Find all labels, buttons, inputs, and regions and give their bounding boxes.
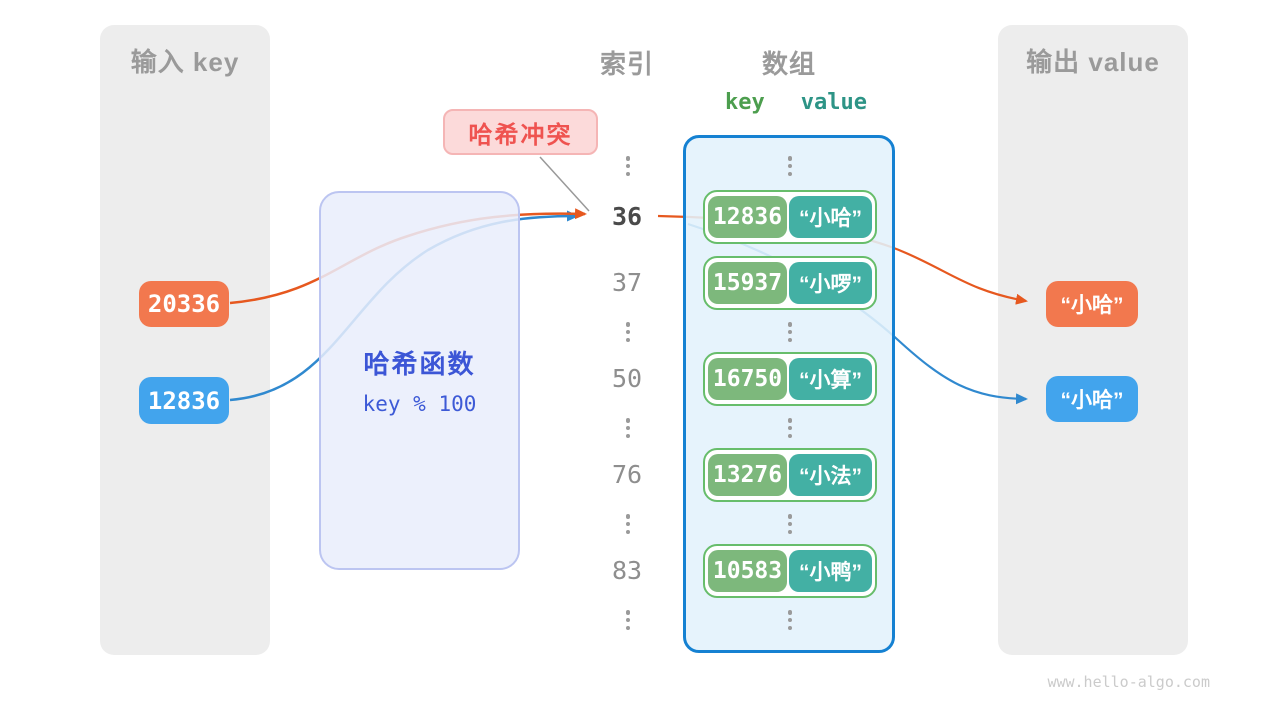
value-header-label: value [800,90,867,115]
input-panel-title: 输入 key [130,47,240,77]
key-header-label: key [725,90,765,115]
output-value-box: “小哈” [1046,376,1138,422]
ellipsis-dots [787,153,793,179]
array-row: 12836 “小哈” [703,190,877,244]
array-row: 10583 “小鸭” [703,544,877,598]
index-label-50: 50 [611,364,643,393]
ellipsis-dots [787,415,793,441]
input-key-box: 20336 [139,281,229,327]
index-label-36: 36 [611,202,643,231]
index-label-76: 76 [611,460,643,489]
output-panel [998,25,1188,655]
ellipsis-dots [787,511,793,537]
index-column-title: 索引 [599,49,654,79]
array-row-value: “小鸭” [789,550,872,592]
site-watermark: www.hello-algo.com [1047,673,1210,691]
array-row: 13276 “小法” [703,448,877,502]
index-label-37: 37 [611,268,643,297]
collision-callout-line [539,156,590,212]
ellipsis-dots [625,319,631,345]
hash-collision-label: 哈希冲突 [468,121,573,149]
ellipsis-dots [625,415,631,441]
array-row: 15937 “小啰” [703,256,877,310]
array-title: 数组 [761,49,816,79]
array-row: 16750 “小算” [703,352,877,406]
index-label-83: 83 [611,556,643,585]
ellipsis-dots [787,319,793,345]
array-row-value: “小啰” [789,262,872,304]
array-row-value: “小算” [789,358,872,400]
array-row-key: 15937 [708,262,787,304]
hash-function-formula: key % 100 [362,392,477,416]
input-key-box: 12836 [139,377,229,424]
input-panel [100,25,270,655]
output-panel-title: 输出 value [1026,47,1160,77]
array-key-value-header: key value [703,90,877,115]
array-row-value: “小法” [789,454,872,496]
ellipsis-dots [625,153,631,179]
ellipsis-dots [787,607,793,633]
array-row-key: 13276 [708,454,787,496]
array-row-value: “小哈” [789,196,872,238]
hash-collision-badge: 哈希冲突 [443,109,598,155]
hash-function-title: 哈希函数 [363,349,476,379]
array-row-key: 12836 [708,196,787,238]
array-row-key: 10583 [708,550,787,592]
output-value-box: “小哈” [1046,281,1138,327]
ellipsis-dots [625,607,631,633]
ellipsis-dots [625,511,631,537]
array-row-key: 16750 [708,358,787,400]
